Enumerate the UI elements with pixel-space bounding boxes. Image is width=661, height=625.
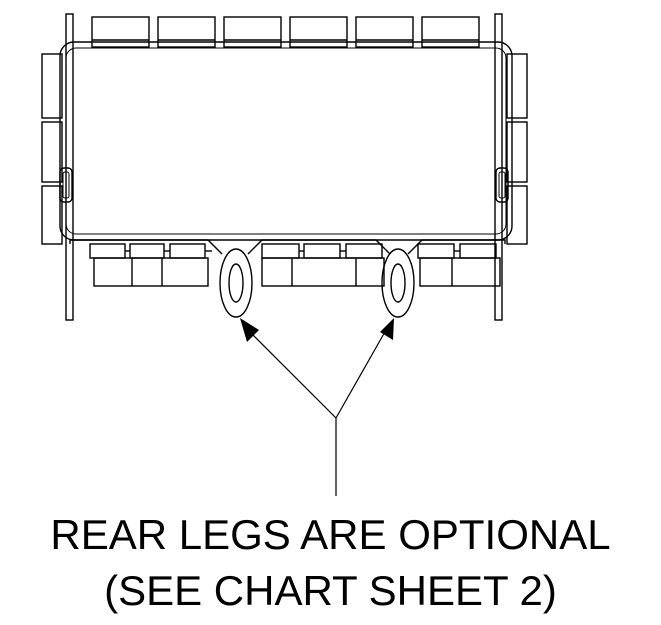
callout-note-line2: (SEE CHART SHEET 2) (104, 567, 557, 614)
rear-leg-right (381, 248, 415, 318)
arrowhead-left (240, 318, 259, 342)
leader-lines (240, 318, 394, 496)
top-pin-row (91, 16, 480, 48)
left-side-plate (65, 13, 74, 321)
left-latch (59, 167, 73, 203)
right-side-plate (494, 13, 503, 321)
bottom-pin-row (89, 243, 501, 287)
right-latch (495, 167, 509, 203)
component-outline (41, 13, 528, 321)
component-body (59, 41, 513, 241)
callout-note-line1: REAR LEGS ARE OPTIONAL (50, 511, 611, 558)
arrowhead-right (380, 318, 394, 340)
leader-left (247, 329, 337, 419)
left-side-tabs (41, 53, 63, 245)
leader-right (335, 329, 387, 419)
rear-leg-left (219, 248, 253, 318)
right-side-tabs (506, 53, 528, 245)
bottom-ledges (69, 239, 506, 255)
